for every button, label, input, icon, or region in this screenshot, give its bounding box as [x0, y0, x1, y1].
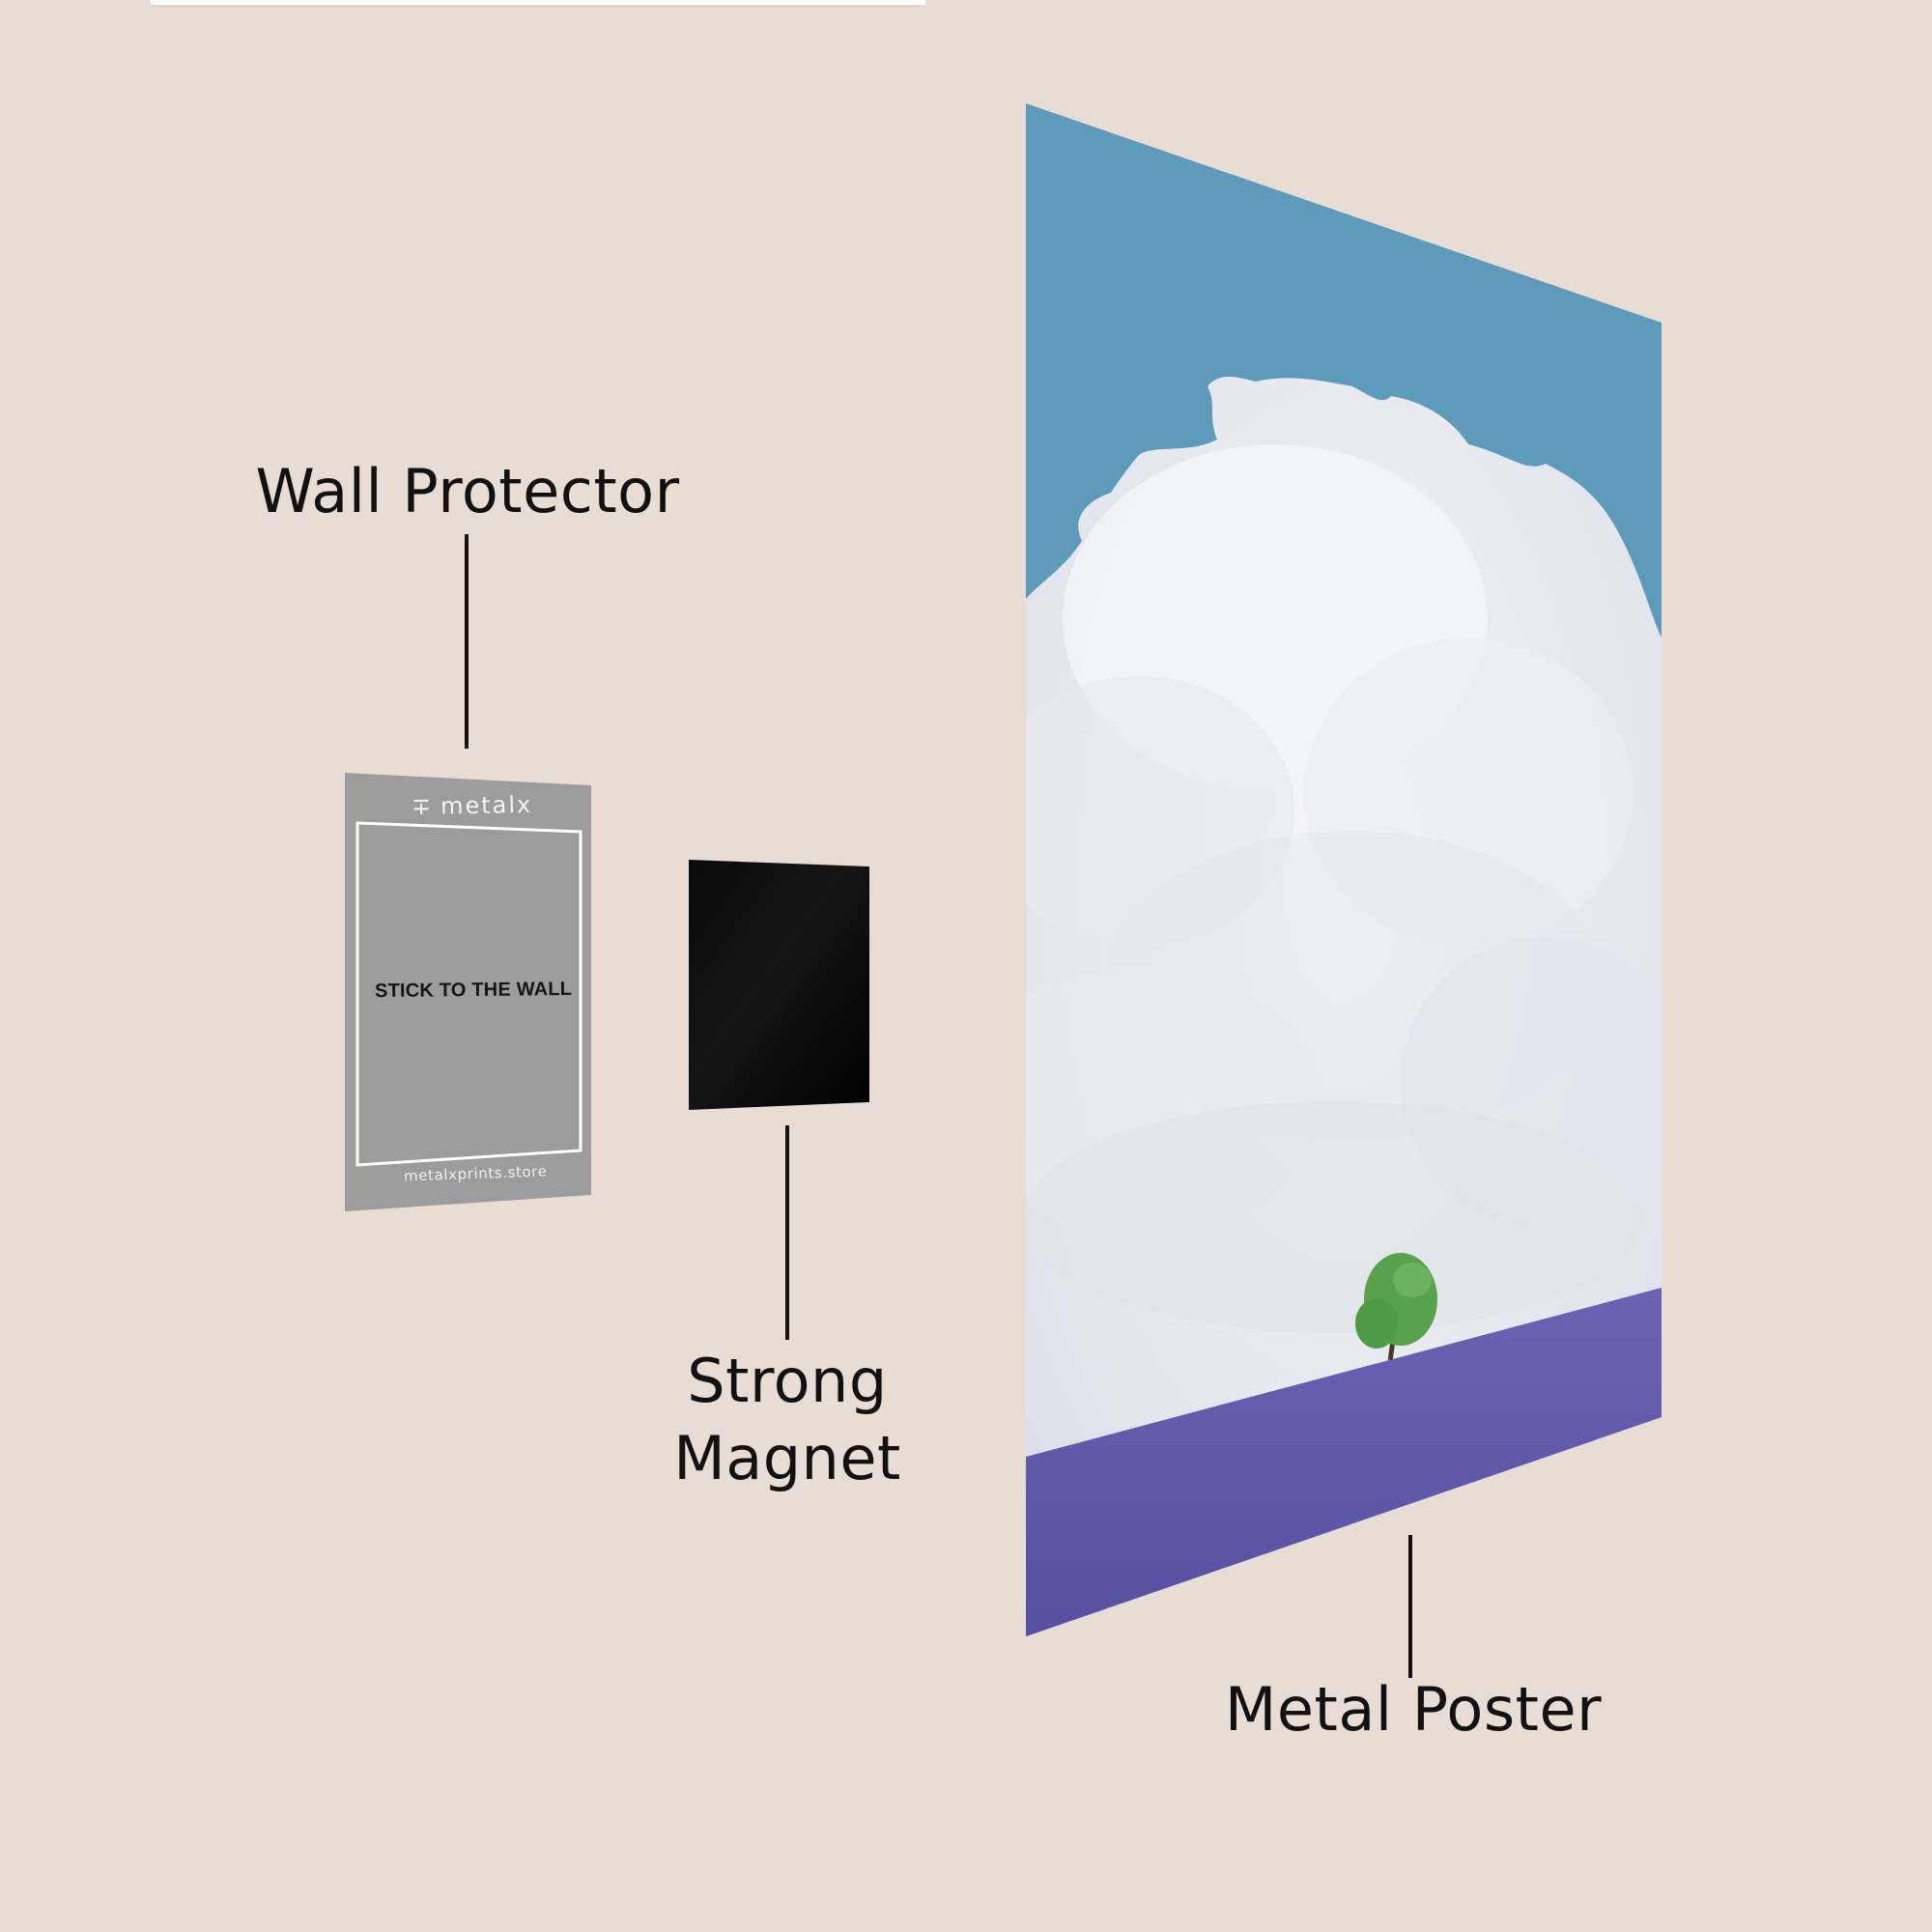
metal-poster: [1026, 103, 1662, 1636]
metal-poster-label: Metal Poster: [1224, 1674, 1603, 1745]
strong-magnet-label-line1: Strong: [687, 1346, 888, 1416]
wall-protector: [345, 773, 591, 1211]
strong-magnet: [689, 860, 869, 1110]
strong-magnet-label-line2: Magnet: [673, 1423, 901, 1493]
strong-magnet-leader-line: [785, 1125, 789, 1340]
cloud-image: [1026, 377, 1662, 1636]
metalx-logo: ∓ metalx: [412, 791, 533, 820]
stick-to-wall-text: STICK TO THE WALL: [374, 978, 573, 1003]
tree-image: [1355, 1253, 1437, 1361]
strong-magnet-label: Strong Magnet: [628, 1343, 947, 1497]
metalx-logo-text: metalx: [440, 790, 533, 820]
top-white-strip: [151, 0, 925, 5]
wall-protector-label: Wall Protector: [255, 456, 680, 526]
metalx-logo-icon: ∓: [411, 792, 434, 821]
metal-poster-leader-line: [1408, 1535, 1412, 1678]
wall-protector-leader-line: [465, 534, 469, 749]
